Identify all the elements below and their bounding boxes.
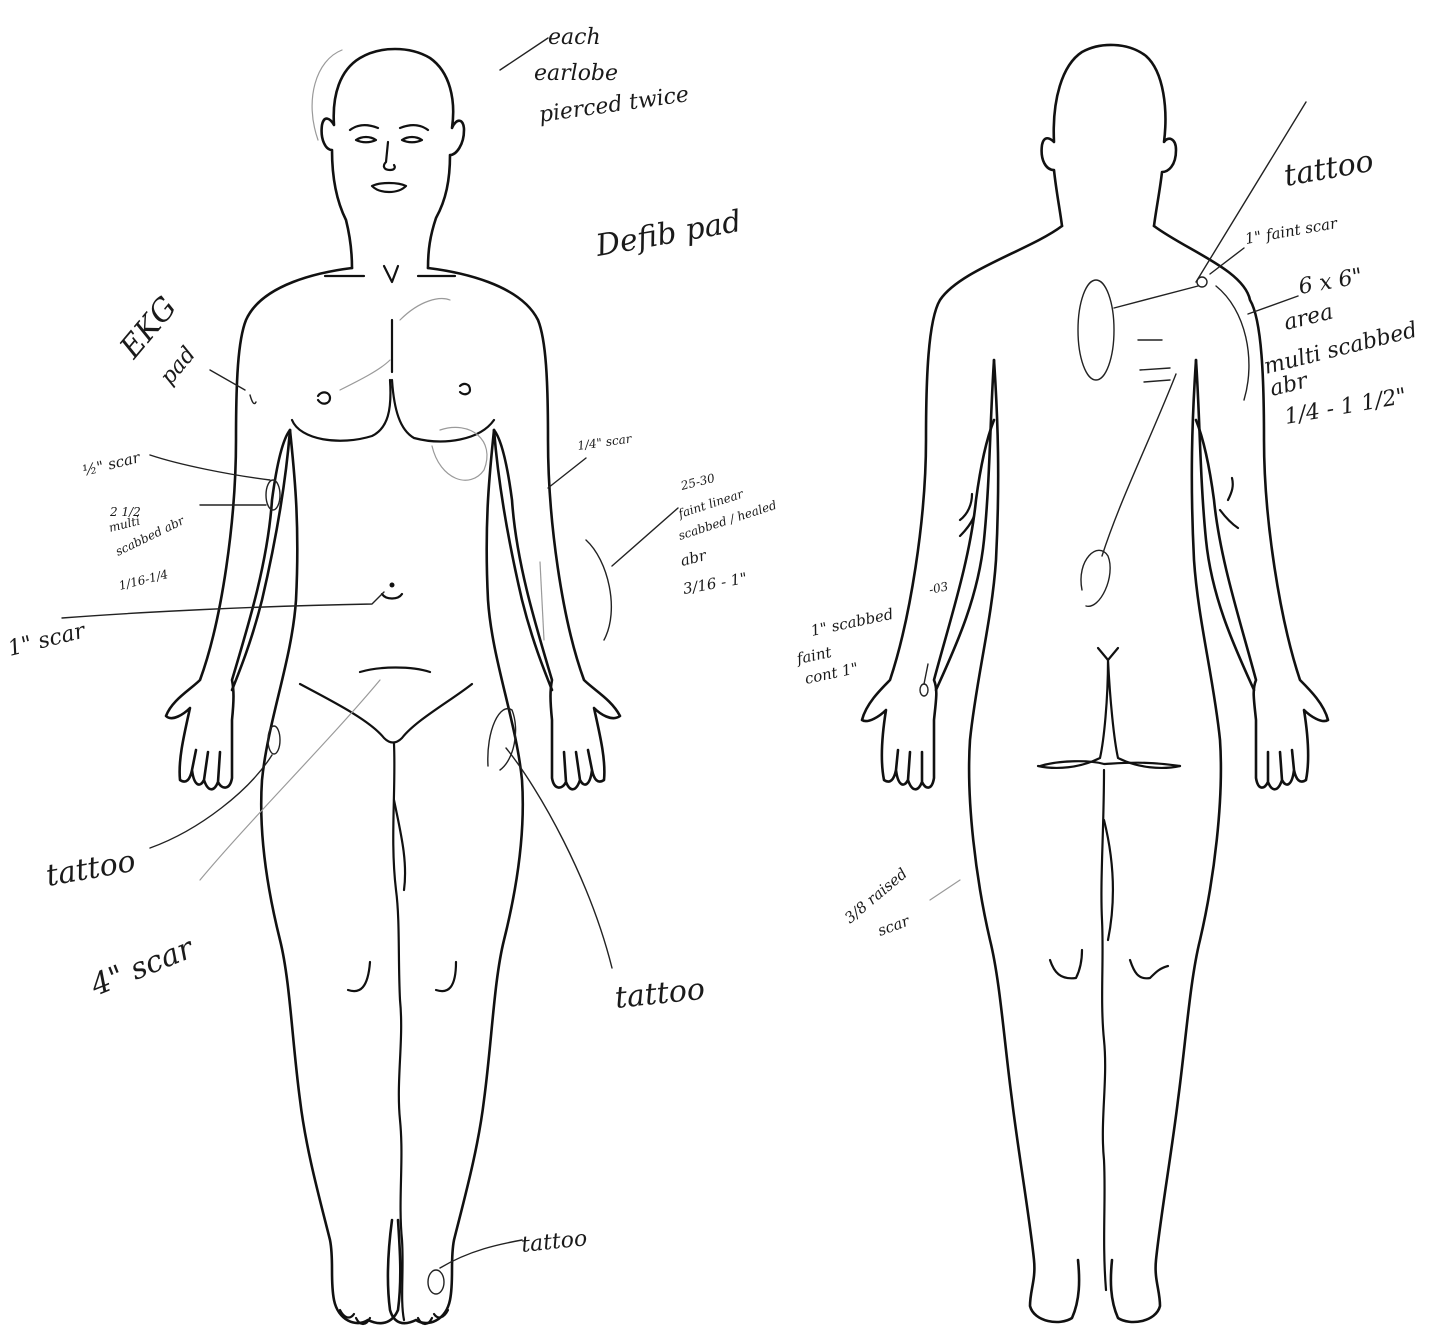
back-area-note-1: area bbox=[1281, 300, 1335, 336]
ekg-pad-mark bbox=[250, 395, 256, 404]
back-lumbar-leader bbox=[1102, 374, 1176, 556]
back-gluteal-fold bbox=[1040, 761, 1180, 766]
left-hip-tattoo-note: tattoo bbox=[43, 844, 138, 894]
quarter-scar-leader bbox=[548, 458, 586, 488]
front-head-oval bbox=[312, 50, 342, 140]
ekg-leader bbox=[210, 370, 245, 390]
left-hip-faint-leader bbox=[200, 680, 380, 880]
one-inch-scar-note: 1" scar bbox=[5, 618, 89, 662]
ankle-tattoo-oval bbox=[428, 1270, 444, 1294]
front-figure bbox=[166, 49, 620, 1324]
forearm-abr-bracket bbox=[586, 540, 611, 640]
back-wrist-note-4: -03 bbox=[928, 579, 950, 597]
back-lumbar-oval bbox=[1081, 550, 1110, 606]
front-right-nipple bbox=[460, 384, 470, 394]
front-navel bbox=[382, 594, 402, 599]
front-right-brow bbox=[400, 125, 428, 130]
front-right-breast bbox=[392, 380, 494, 441]
left-hip-tattoo-leader bbox=[150, 755, 272, 848]
handwritten-notes: each earlobe pierced twice Defib pad EKG… bbox=[5, 25, 1419, 1258]
front-nose bbox=[384, 142, 395, 170]
back-shoulder-mark bbox=[1197, 277, 1207, 287]
back-scapula-oval bbox=[1078, 280, 1114, 380]
front-navel-dot bbox=[390, 583, 395, 588]
front-left-eye bbox=[356, 137, 376, 142]
quarter-scar-note: 1/4" scar bbox=[576, 431, 633, 453]
back-tattoo-note: tattoo bbox=[1281, 144, 1376, 194]
forearm-abr-leader bbox=[612, 508, 678, 566]
back-wrist-leader bbox=[924, 664, 928, 684]
forearm-note-1: 25-30 bbox=[678, 471, 716, 493]
front-collar-v bbox=[384, 266, 398, 282]
four-inch-scar-note: 4" scar bbox=[85, 930, 200, 1003]
front-chest-faint bbox=[340, 360, 390, 390]
back-faint-scar-note: 1" faint scar bbox=[1244, 214, 1340, 248]
front-left-nipple bbox=[318, 392, 330, 403]
back-elbow-right bbox=[1220, 478, 1238, 528]
front-head bbox=[322, 49, 464, 268]
scabbed-abr-note-4: 1/16-1/4 bbox=[117, 567, 169, 593]
front-left-side bbox=[166, 268, 352, 789]
back-left-knee bbox=[1050, 950, 1082, 978]
half-inch-scar-note: ½" scar bbox=[81, 448, 143, 480]
forearm-note-4: abr bbox=[679, 546, 709, 570]
back-wrist-note-1: 1" scabbed bbox=[809, 605, 895, 640]
front-left-knee bbox=[348, 962, 370, 991]
forearm-note-5: 3/16 - 1" bbox=[682, 569, 749, 598]
back-head bbox=[1042, 45, 1176, 226]
front-right-torso bbox=[388, 430, 523, 1323]
left-hip-tattoo-oval bbox=[268, 726, 280, 754]
front-mouth bbox=[372, 183, 406, 192]
back-left-side bbox=[862, 226, 1062, 789]
back-knee-faint bbox=[930, 880, 960, 900]
front-left-brow bbox=[350, 125, 378, 130]
front-left-torso bbox=[261, 430, 400, 1323]
back-spine-top bbox=[1098, 648, 1118, 660]
head-note-line-1: each bbox=[548, 25, 601, 50]
back-knee-note-2: scar bbox=[875, 912, 912, 940]
ankle-tattoo-note: tattoo bbox=[520, 1226, 588, 1258]
front-right-knee bbox=[436, 962, 456, 991]
front-shoulder-faint bbox=[400, 299, 450, 320]
front-pelvis-line bbox=[360, 668, 430, 673]
back-right-knee bbox=[1130, 960, 1168, 978]
ekg-pad-note-2: pad bbox=[155, 342, 201, 390]
head-note-line-2: earlobe bbox=[534, 61, 618, 86]
front-groin bbox=[300, 684, 472, 743]
one-inch-scar-leader bbox=[62, 592, 384, 618]
front-right-eye bbox=[402, 137, 422, 142]
forearm-abr-stipple bbox=[540, 562, 544, 640]
front-right-side bbox=[428, 268, 620, 789]
right-thigh-tattoo-note: tattoo bbox=[613, 972, 706, 1016]
back-scapula-leader bbox=[1114, 286, 1198, 308]
back-inner-leg-2 bbox=[1104, 820, 1113, 940]
back-buttocks bbox=[1038, 660, 1180, 768]
defib-pad-note: Defib pad bbox=[592, 204, 744, 264]
half-inch-scar-leader bbox=[150, 455, 270, 480]
back-wrist-mark bbox=[920, 684, 928, 696]
back-fraction-marks bbox=[1138, 340, 1170, 382]
back-inner-leg bbox=[1101, 770, 1106, 1290]
head-note-line-3: pierced twice bbox=[537, 82, 690, 128]
back-area-bracket bbox=[1216, 286, 1249, 400]
front-chest-oval bbox=[432, 427, 487, 480]
back-size-note: 6 x 6" bbox=[1297, 264, 1365, 300]
